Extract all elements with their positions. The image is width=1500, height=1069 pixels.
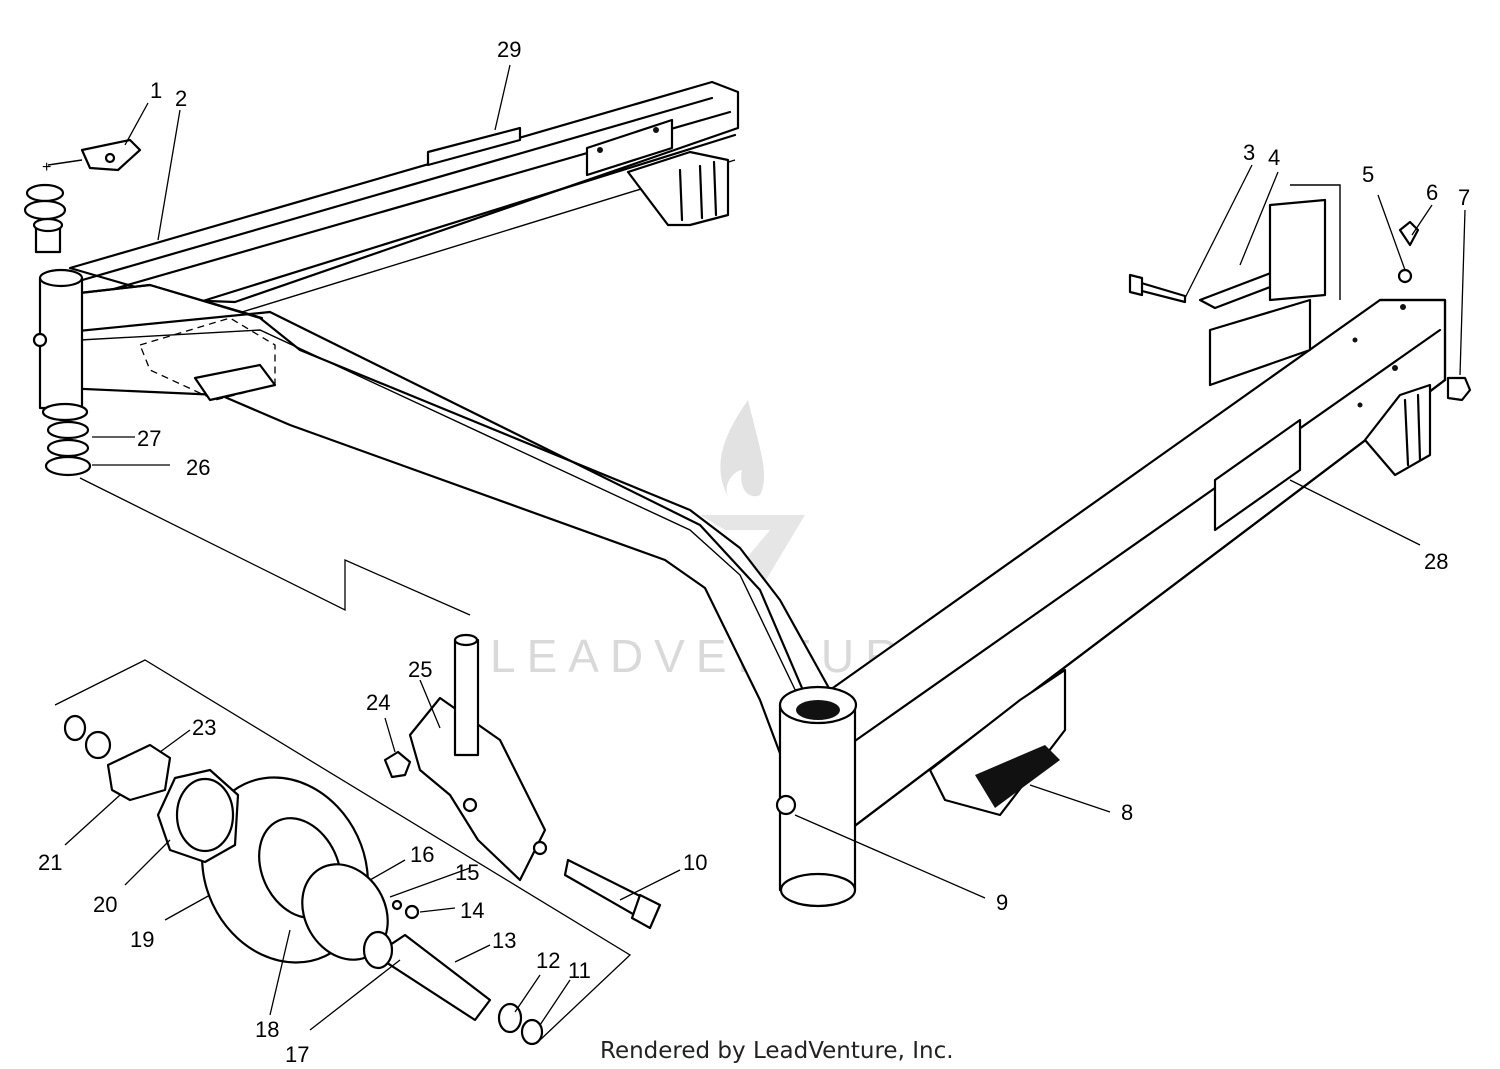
callout-18: 18 [255, 1017, 279, 1042]
callout-29: 29 [497, 37, 521, 62]
svg-text:+: + [42, 159, 51, 176]
callout-20: 20 [93, 892, 117, 917]
flame-logo-icon [720, 400, 765, 500]
callout-19: 19 [130, 927, 154, 952]
callout-28: 28 [1424, 549, 1448, 574]
callout-10: 10 [683, 850, 707, 875]
callout-17: 17 [285, 1042, 309, 1067]
callout-12: 12 [536, 948, 560, 973]
callout-11: 11 [568, 958, 591, 983]
callout-8: 8 [1121, 800, 1133, 825]
callout-5: 5 [1362, 162, 1374, 187]
callout-7: 7 [1458, 185, 1470, 210]
callout-4: 4 [1268, 145, 1280, 170]
callout-2: 2 [175, 86, 187, 111]
pivot-hardware-left: + [23, 138, 142, 477]
render-credit: Rendered by LeadVenture, Inc. [600, 1038, 954, 1064]
callout-21: 21 [38, 850, 62, 875]
callout-16: 16 [410, 842, 434, 867]
callout-1: 1 [150, 78, 162, 103]
callout-6: 6 [1426, 180, 1438, 205]
v-logo-icon [700, 515, 805, 590]
caster-assembly [54, 477, 662, 1046]
callout-25: 25 [408, 657, 432, 682]
callout-27: 27 [137, 426, 161, 451]
callout-9: 9 [996, 890, 1008, 915]
callout-26: 26 [186, 455, 210, 480]
callout-13: 13 [492, 928, 516, 953]
callout-24: 24 [366, 690, 390, 715]
callout-3: 3 [1243, 140, 1255, 165]
callout-15: 15 [455, 860, 479, 885]
main-frame [32, 80, 1447, 908]
callout-23: 23 [192, 715, 216, 740]
callout-14: 14 [460, 898, 484, 923]
callout-labels: 1 2 3 4 5 6 7 8 9 10 11 12 13 14 15 16 1… [38, 37, 1470, 1067]
leader-lines [64, 64, 1466, 1031]
